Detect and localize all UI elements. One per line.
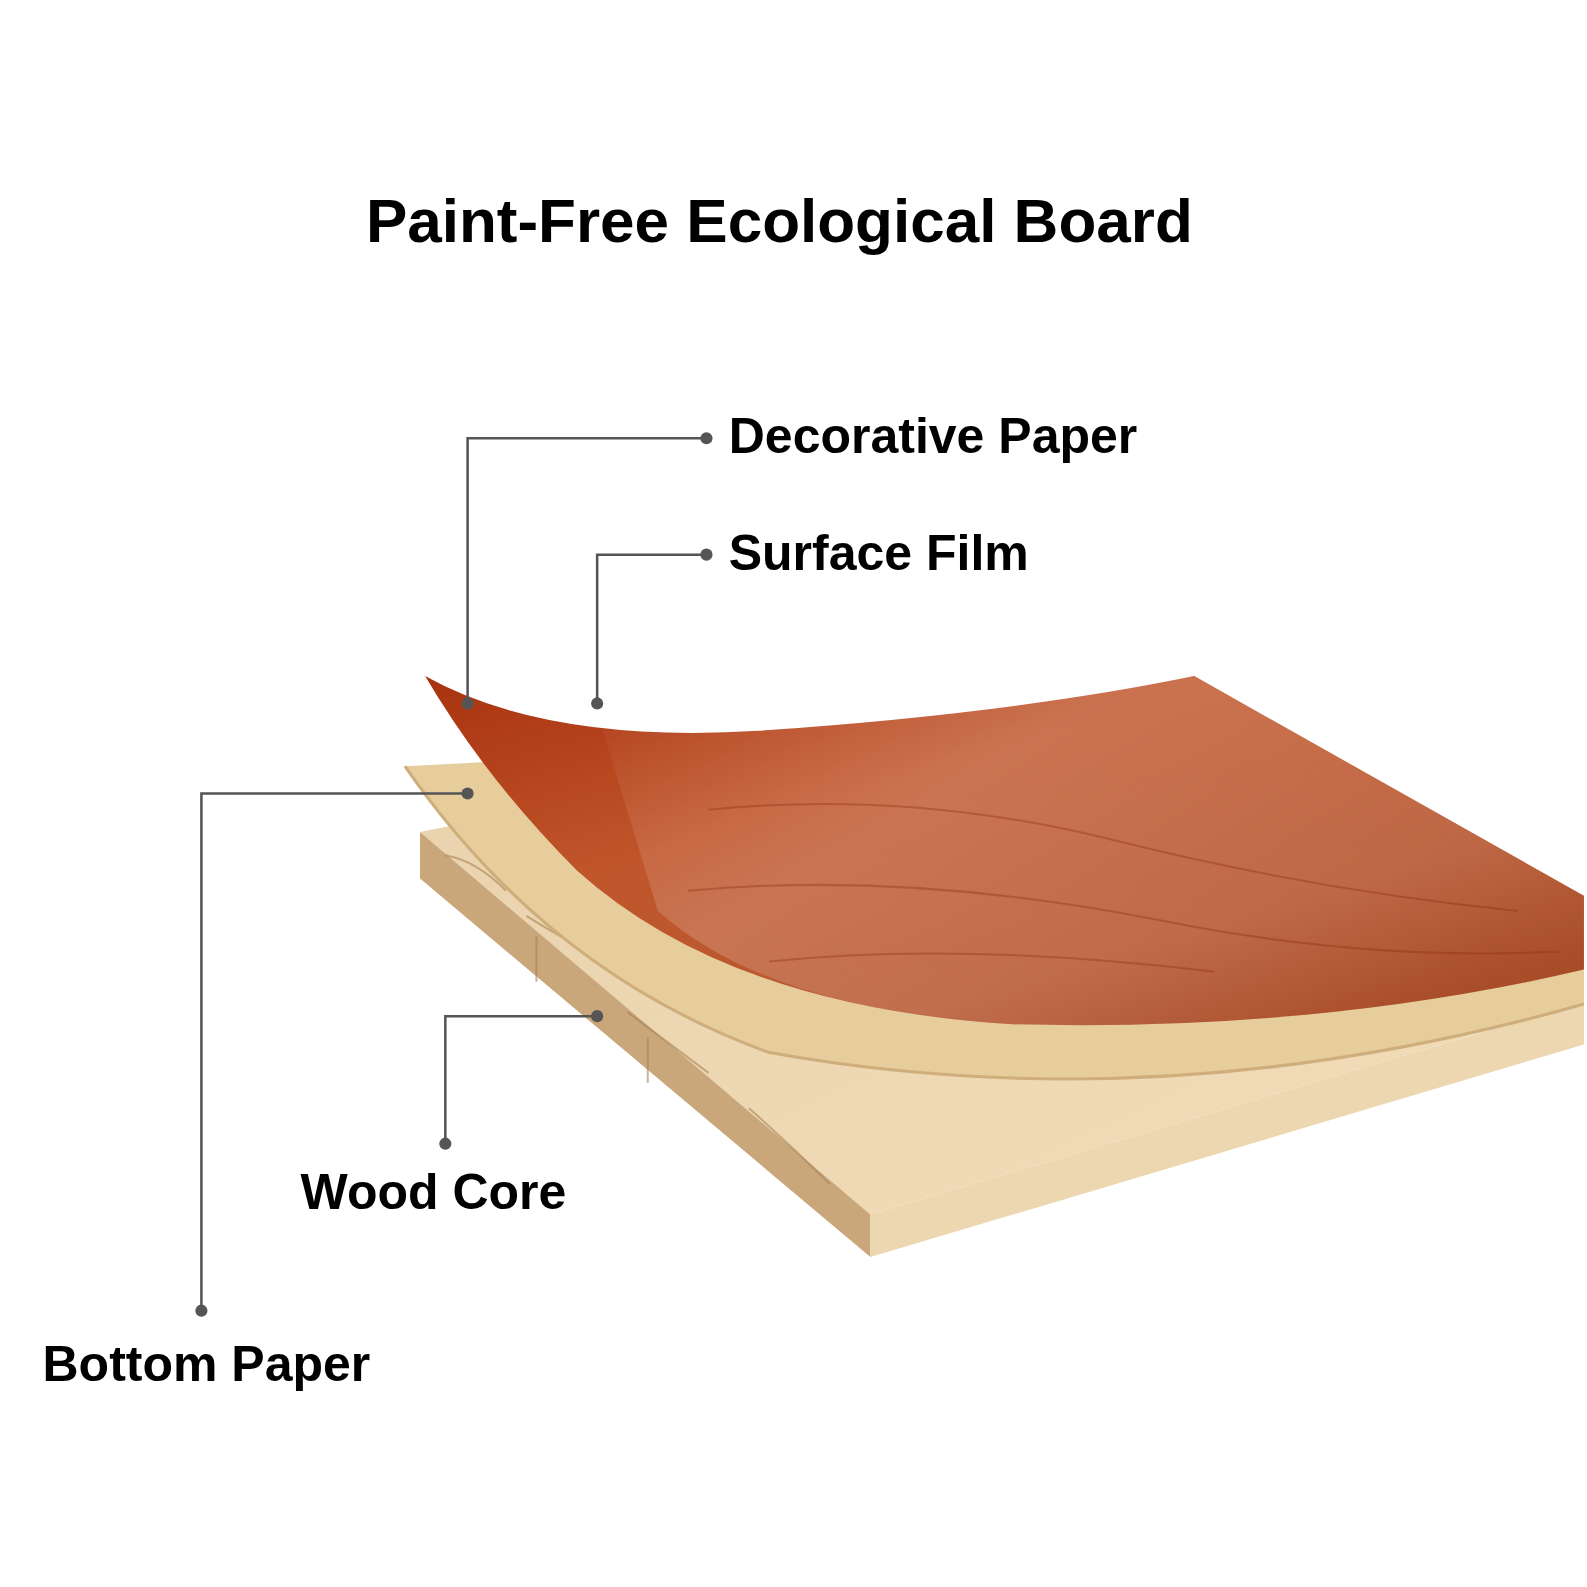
part-label: Bottom Paper [43, 1336, 371, 1394]
part-label: Surface Film [729, 525, 1029, 583]
part-label: Decorative Paper [729, 408, 1138, 466]
diagram-title: Paint-Free Ecological Board [366, 185, 1193, 256]
part-label: Wood Core [301, 1164, 567, 1222]
